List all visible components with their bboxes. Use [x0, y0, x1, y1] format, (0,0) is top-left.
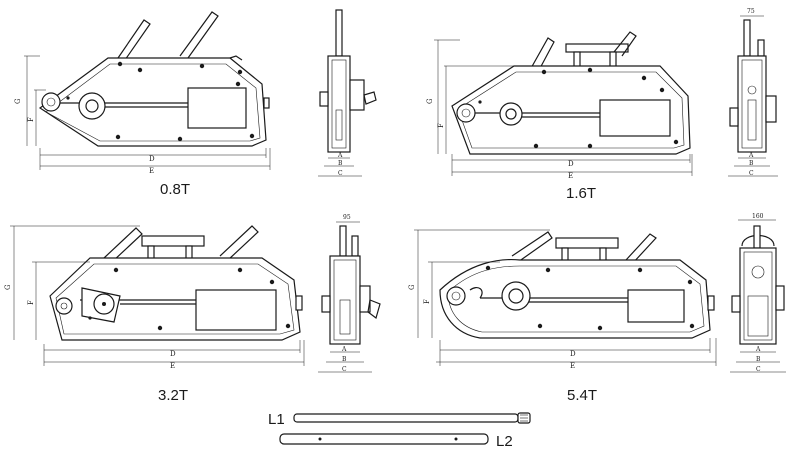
capacity-label-3-2t: 3.2T [158, 387, 188, 404]
dim-a-5-4t: A [755, 346, 761, 353]
handle-l2-label: L2 [496, 433, 513, 450]
side-view-1-6t [434, 31, 693, 176]
dim-top-1-6t: 75 [747, 8, 755, 15]
capacity-label-5-4t: 5.4T [567, 387, 597, 404]
dim-c-5-4t: C [756, 366, 761, 373]
dim-b-5-4t: B [756, 356, 761, 363]
dim-c-3-2t: C [342, 366, 347, 373]
dim-d-3-2t: D [170, 350, 176, 358]
front-view-0-8t [318, 9, 377, 177]
capacity-label-0-8t: 0.8T [160, 181, 190, 198]
dim-g-1-6t: G [426, 98, 434, 104]
dim-a-0-8t: A [337, 152, 343, 159]
dim-c-1-6t: C [749, 170, 754, 177]
dim-e-5-4t: E [570, 362, 575, 370]
side-view-3-2t [10, 225, 305, 366]
dim-f-3-2t: F [27, 300, 35, 305]
handle-l1 [293, 412, 531, 424]
handle-l2 [279, 433, 489, 445]
side-view-5-4t [414, 229, 717, 366]
dim-top-5-4t: 160 [752, 213, 764, 220]
dim-b-3-2t: B [342, 356, 347, 363]
dim-top-3-2t: 95 [343, 214, 351, 221]
dim-b-0-8t: B [338, 160, 343, 167]
handle-l1-label: L1 [268, 411, 285, 428]
dim-c-0-8t: C [338, 170, 343, 177]
dim-f-5-4t: F [423, 299, 431, 304]
dim-d-1-6t: D [568, 160, 574, 168]
dim-f-1-6t: F [437, 123, 445, 128]
dim-e-1-6t: E [568, 172, 573, 180]
dim-d-0-8t: D [149, 155, 155, 163]
dim-f-0-8t: F [27, 117, 35, 122]
dim-g-5-4t: G [408, 284, 416, 290]
capacity-label-1-6t: 1.6T [566, 185, 596, 202]
front-view-1-6t [728, 15, 778, 177]
dim-e-3-2t: E [170, 362, 175, 370]
side-view-0-8t [24, 11, 271, 170]
dim-g-0-8t: G [14, 98, 22, 104]
front-view-3-2t [318, 221, 381, 373]
dim-a-1-6t: A [748, 152, 754, 159]
dim-b-1-6t: B [749, 160, 754, 167]
dim-g-3-2t: G [4, 284, 12, 290]
dim-d-5-4t: D [570, 350, 576, 358]
dim-a-3-2t: A [341, 346, 347, 353]
front-view-5-4t [730, 219, 786, 373]
dim-e-0-8t: E [149, 167, 154, 175]
